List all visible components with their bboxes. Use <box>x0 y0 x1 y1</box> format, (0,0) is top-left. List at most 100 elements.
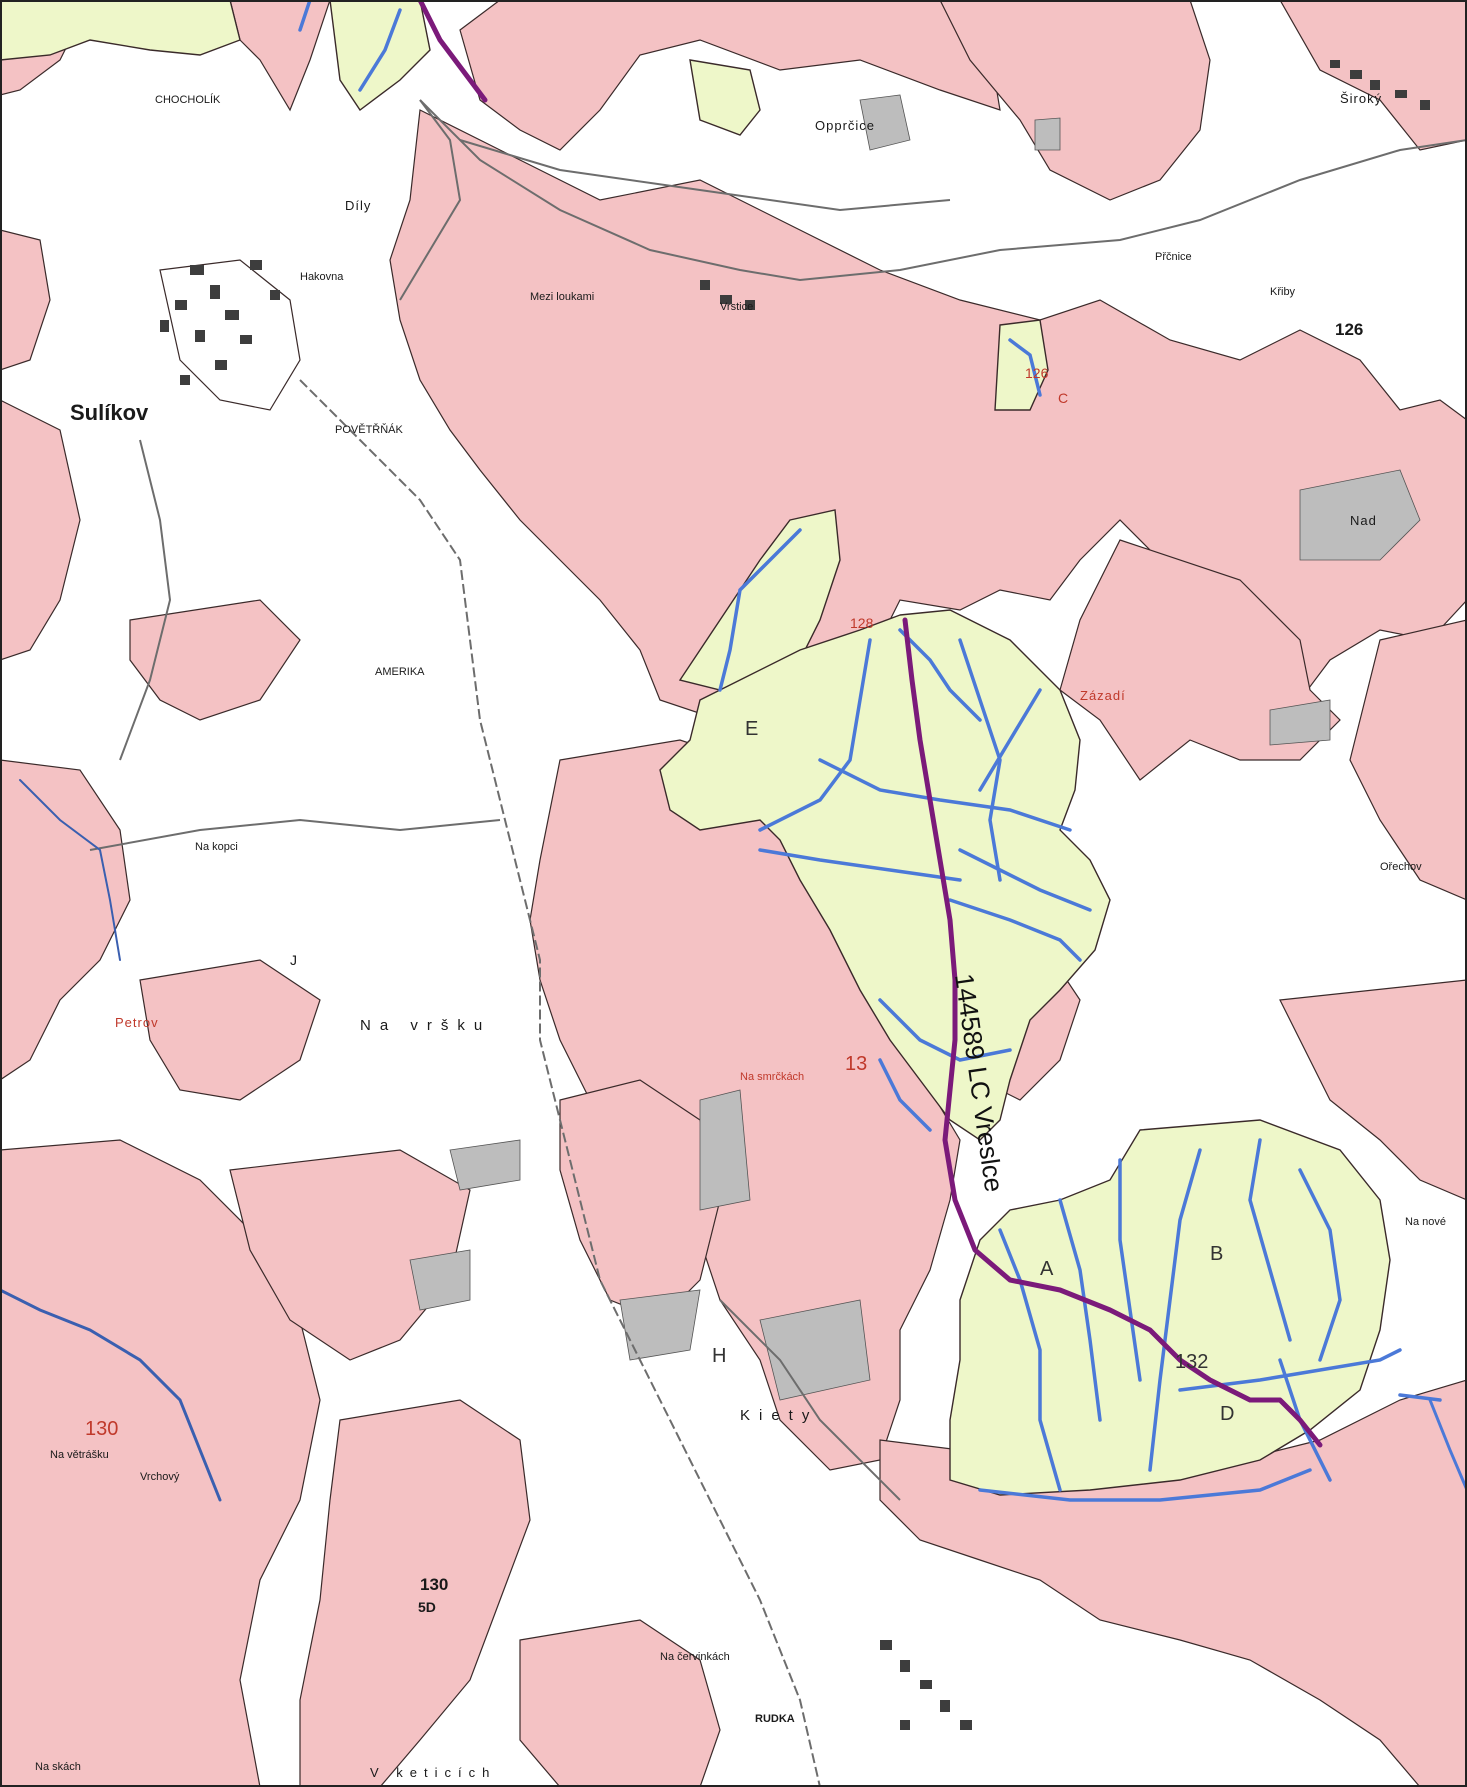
compartment-126: 126 <box>1335 320 1363 339</box>
stand-letter-b: B <box>1210 1243 1223 1265</box>
village-siroky <box>1330 60 1430 110</box>
stand-letter-a: A <box>1040 1258 1054 1280</box>
label-sulikov: Sulíkov <box>70 400 149 425</box>
road <box>419 99 1467 282</box>
label-na-kopci: Na kopci <box>195 841 238 853</box>
stream <box>978 1468 1312 1502</box>
label-na-vetrasku: Na větrášku <box>50 1449 109 1461</box>
route-line[interactable] <box>417 0 1323 1448</box>
compartment-13: 13 <box>845 1053 867 1075</box>
village-vrstice <box>700 280 755 310</box>
forest-patch <box>0 229 51 371</box>
stream <box>998 1228 1062 1492</box>
grey-patch <box>409 1249 471 1311</box>
stream-layer <box>0 0 1467 1502</box>
grey-layer <box>409 94 1421 1401</box>
compartment-128: 128 <box>850 615 874 631</box>
label-na-smrckach: Na smrčkách <box>740 1071 804 1083</box>
label-na-cervinkach: Na červinkách <box>660 1651 730 1663</box>
grey-patch <box>859 94 911 151</box>
label-mezi-loukami: Mezi loukami <box>530 291 594 303</box>
stream <box>1058 1198 1102 1422</box>
stream <box>758 848 962 882</box>
grey-patch <box>1299 469 1421 561</box>
grey-patch <box>699 1089 751 1211</box>
label-dily: Díly <box>345 198 371 213</box>
forest-patch <box>519 1619 721 1787</box>
label-siroky: Široký <box>1340 91 1382 106</box>
label-na-nove: Na nové <box>1405 1216 1446 1228</box>
stream <box>898 628 982 722</box>
forest-patch <box>1279 979 1467 1201</box>
road <box>719 1299 901 1501</box>
stream <box>958 848 1092 912</box>
grey-patch <box>449 1139 521 1191</box>
stream <box>878 998 1012 1062</box>
river <box>0 1288 222 1502</box>
forest-patch <box>0 399 81 661</box>
road <box>89 818 501 851</box>
forest-patch <box>139 959 321 1101</box>
stand-letter-c: C <box>1058 390 1068 406</box>
stream <box>1008 338 1042 397</box>
label-prcnice: Přčnice <box>1155 251 1192 263</box>
label-chocholik: CHOCHOLÍK <box>155 93 221 106</box>
forest-patch <box>229 1149 471 1361</box>
stream <box>818 758 1072 832</box>
stream <box>1248 1138 1292 1342</box>
label-v-ketich: V keticích <box>370 1765 496 1780</box>
grey-patch <box>1034 117 1061 151</box>
label-povetrnak: POVĚTŘŇÁK <box>335 423 404 436</box>
stream <box>298 0 312 32</box>
stream <box>1118 1158 1142 1382</box>
label-zazadi: Zázadí <box>1080 688 1126 703</box>
compartment-labels: 126 126 128 130 130 5D 132 13 <box>85 320 1363 1615</box>
forest-patch <box>159 259 301 411</box>
stand-letter-j: J <box>290 952 297 968</box>
stream <box>948 898 1082 962</box>
compartment-5d: 5D <box>418 1599 436 1615</box>
grey-patch <box>759 1299 871 1401</box>
village-rudka <box>880 1640 972 1730</box>
stand-letter-h: H <box>712 1345 726 1367</box>
compartment-130: 130 <box>85 1418 118 1440</box>
forest-patch <box>299 1399 531 1787</box>
label-vrstice: Vrstice <box>720 301 753 313</box>
stream <box>718 528 802 692</box>
managed-forest-opprcice <box>689 59 761 136</box>
label-nad: Nad <box>1350 513 1377 528</box>
label-vrchovy: Vrchový <box>140 1471 180 1483</box>
label-kiety: Kiety <box>740 1407 818 1424</box>
road-layer <box>89 99 1467 1787</box>
forest-patch <box>0 759 131 1081</box>
label-na-skach: Na skách <box>35 1761 81 1773</box>
label-orechov: Ořechov <box>1380 861 1422 873</box>
road <box>459 139 951 212</box>
forest-patch <box>0 1139 321 1787</box>
label-hakovna: Hakovna <box>300 271 344 283</box>
forest-patch <box>1349 619 1467 901</box>
managed-forest-main <box>659 609 1111 1141</box>
forest-patch <box>1279 0 1467 151</box>
grey-patch <box>619 1289 701 1361</box>
label-na-vrsku: Na vršku <box>360 1017 491 1034</box>
label-amerika: AMERIKA <box>375 666 425 678</box>
village-sulikov <box>160 260 280 385</box>
stand-letter-d: D <box>1220 1403 1234 1425</box>
label-opprcice: Opprčice <box>815 118 875 133</box>
stream <box>1298 1168 1342 1362</box>
forest-patch <box>129 599 301 721</box>
compartment-126-small: 126 <box>1025 365 1049 381</box>
label-petrov: Petrov <box>115 1015 159 1030</box>
road <box>399 99 462 301</box>
compartment-132: 132 <box>1175 1351 1208 1373</box>
stream <box>1428 1398 1467 1492</box>
stream <box>1178 1348 1402 1392</box>
stream <box>978 688 1042 792</box>
road <box>299 379 821 1787</box>
buildings-layer <box>160 60 1430 1730</box>
